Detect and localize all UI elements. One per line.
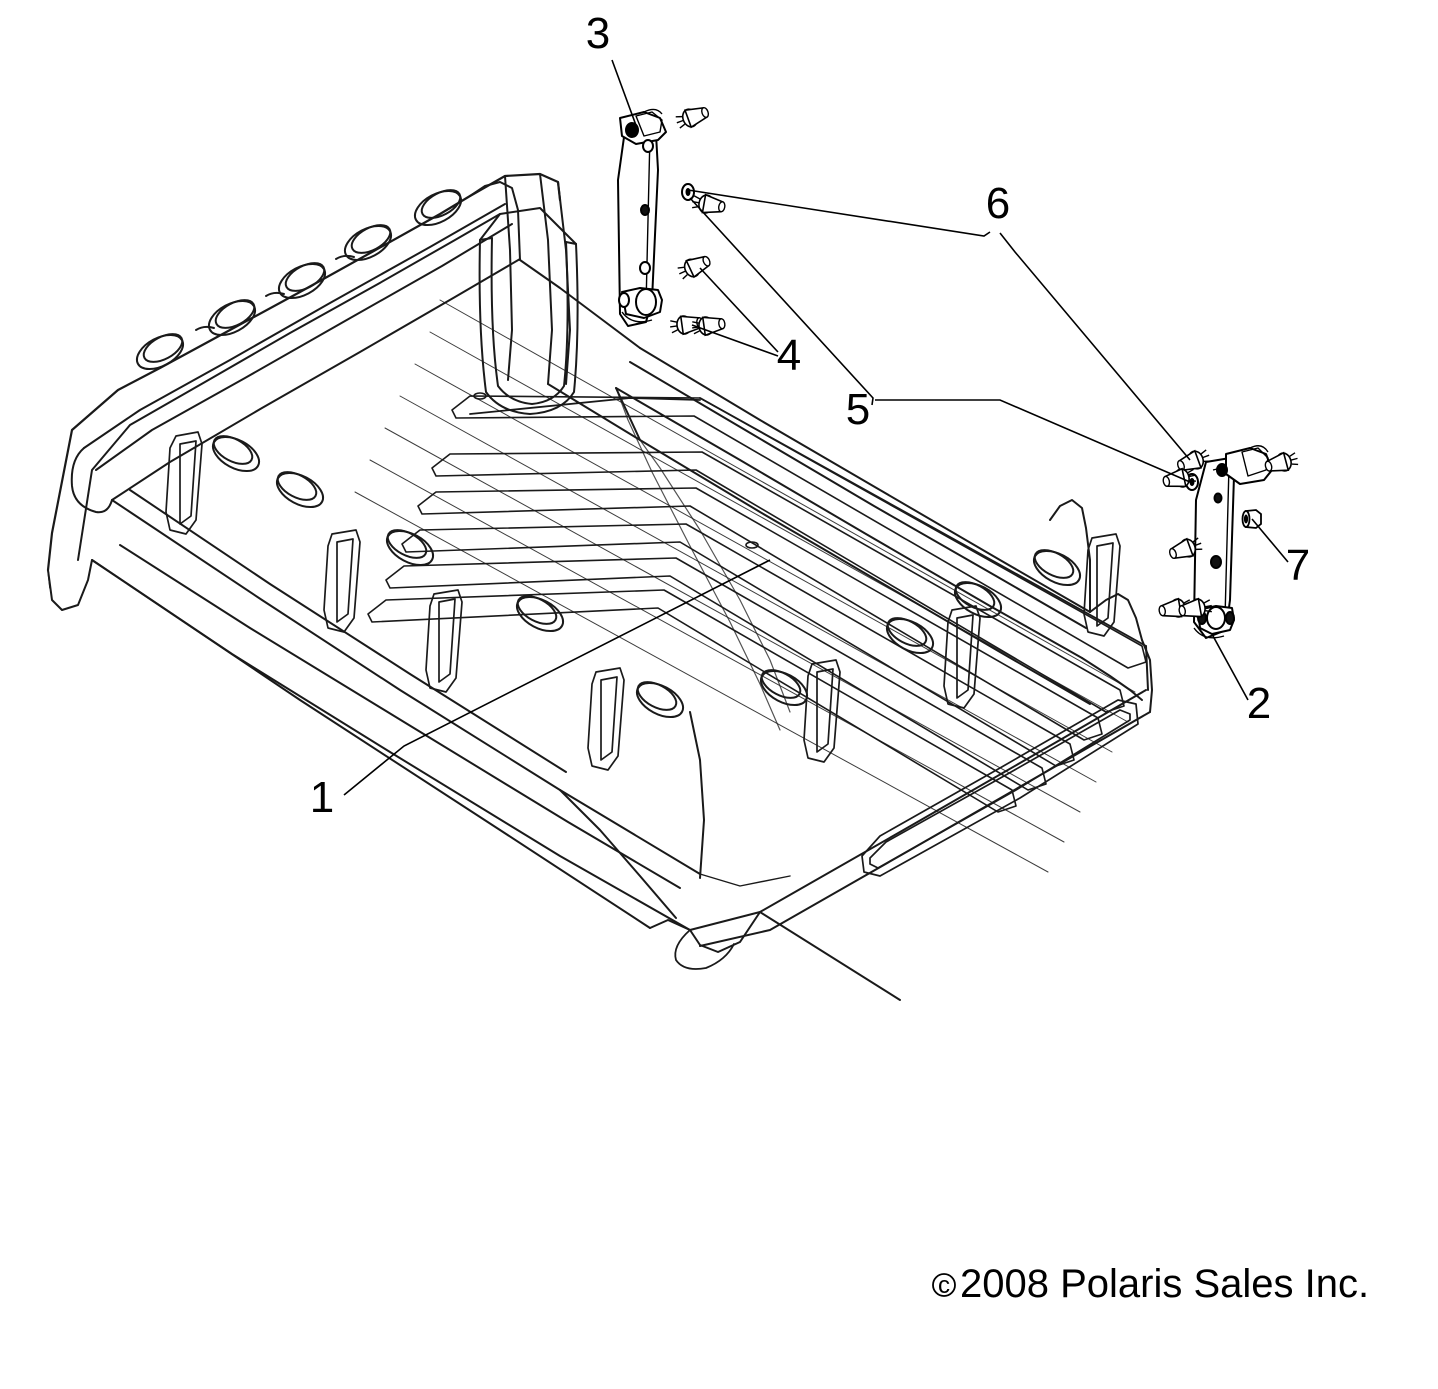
callout-7: 7 [1286,541,1310,590]
leader-4a [699,267,779,353]
copyright-circle [932,1273,956,1297]
callout-numbers: 1 2 3 4 5 6 7 [310,9,1310,822]
leader-5-left [689,197,874,406]
stake-pocket-group [165,431,1121,771]
screw-icon [674,251,714,283]
leader-3 [611,59,638,129]
screw-icon [672,102,712,133]
fastener-group [668,102,1301,621]
callout-6: 6 [986,179,1010,228]
washer-icon [681,183,695,201]
side-panel-emboss [861,699,1139,877]
copyright-notice: c 2008 Polaris Sales Inc. [932,1262,1369,1306]
leader-6-left [687,189,991,237]
leader-1 [343,559,771,796]
callout-1: 1 [310,773,334,822]
leader-lines [343,59,1289,796]
callout-2: 2 [1247,679,1271,728]
leader-4b [691,324,779,357]
bed-floor [354,299,1147,873]
leader-2 [1212,635,1249,701]
copyright-symbol-letter: c [938,1272,950,1299]
leader-6-right [999,232,1191,461]
hinge-bracket-left [617,108,667,327]
copyright-text: 2008 Polaris Sales Inc. [960,1262,1369,1306]
leader-7 [1251,518,1289,563]
cargo-box-body [46,172,1153,1001]
callout-3: 3 [586,9,610,58]
callout-5: 5 [846,385,870,434]
callout-4: 4 [777,331,801,380]
tie-down-recess-group-right [211,435,1082,719]
leader-5-right [875,399,1191,483]
